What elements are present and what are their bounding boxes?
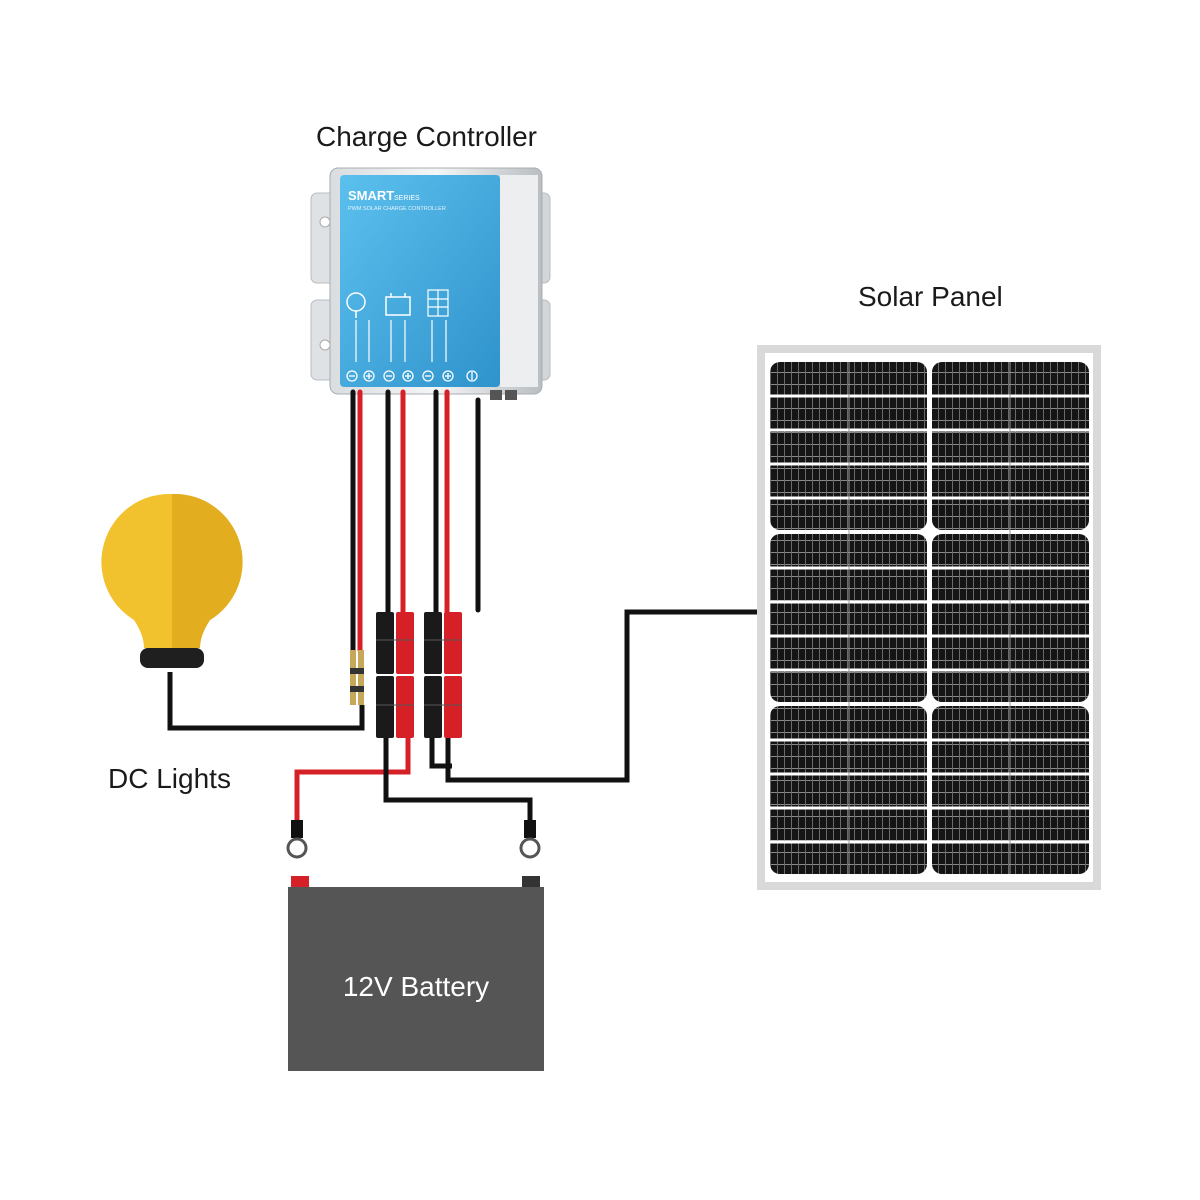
battery-ring-terminals <box>286 820 541 859</box>
terminal-symbols <box>346 370 478 382</box>
battery: 12V Battery <box>288 876 544 1071</box>
controller-face <box>340 175 500 387</box>
bulb-icon <box>346 292 366 318</box>
charge-controller-label: Charge Controller <box>316 121 537 152</box>
anderson-connectors <box>376 612 462 738</box>
charge-controller: SMART SERIES PWM SOLAR CHARGE CONTROLLER <box>310 167 551 400</box>
dc-lights-label: DC Lights <box>108 763 231 794</box>
light-bulb <box>101 493 243 668</box>
solar-panel-icon <box>427 289 449 317</box>
solar-panel-label: Solar Panel <box>858 281 1003 312</box>
battery-icon <box>385 293 411 316</box>
controller-series: SERIES <box>394 195 420 202</box>
controller-brand: SMART <box>348 188 394 203</box>
controller-subtitle: PWM SOLAR CHARGE CONTROLLER <box>348 206 446 212</box>
battery-label: 12V Battery <box>343 971 489 1002</box>
light-terminals <box>350 650 364 705</box>
wires <box>167 609 757 830</box>
controller-cables <box>350 389 481 653</box>
solar-panel <box>757 345 1101 890</box>
